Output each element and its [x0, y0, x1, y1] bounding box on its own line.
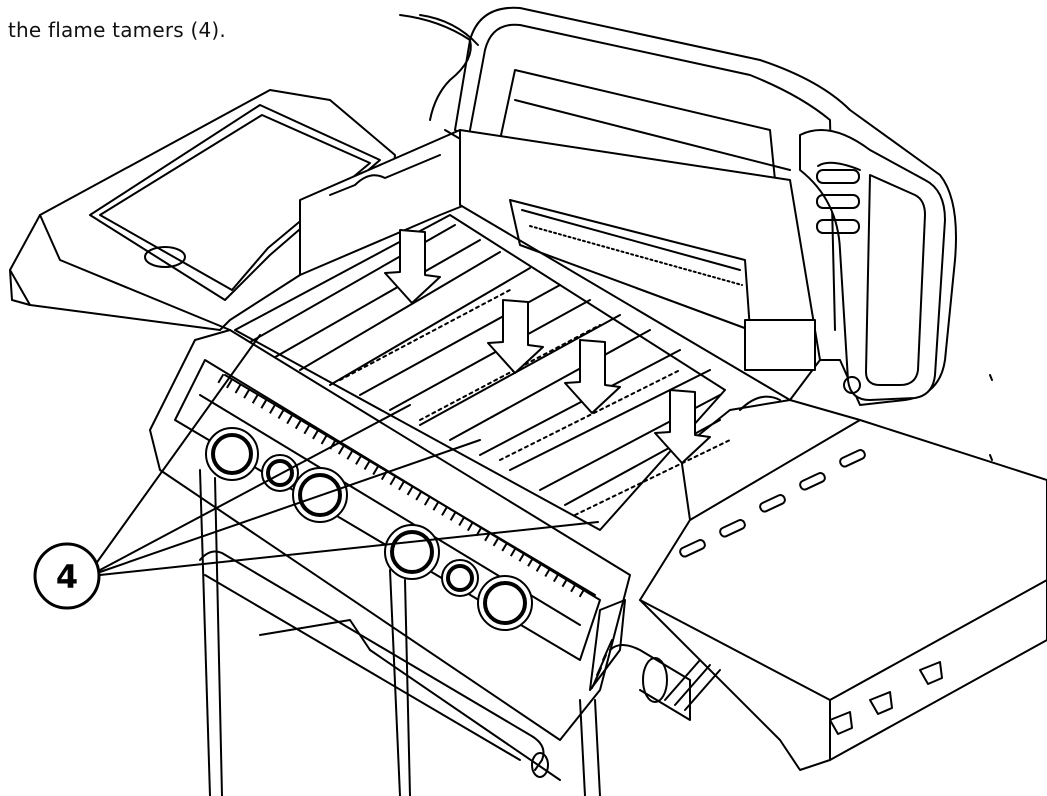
- firebox: [300, 130, 860, 520]
- tool-hook-icon: [920, 662, 942, 684]
- control-knobs: [206, 428, 532, 630]
- callout-badge: 4: [35, 544, 99, 608]
- knob-6: [478, 576, 532, 630]
- callout-label: 4: [56, 558, 78, 596]
- callout-leader-lines: [95, 335, 598, 575]
- knob-4: [385, 525, 439, 579]
- down-arrow-icon: [565, 340, 620, 413]
- knob-2: [262, 455, 298, 491]
- down-arrows: [385, 230, 710, 463]
- knob-5: [442, 560, 478, 596]
- down-arrow-icon: [385, 230, 440, 303]
- vent-slot-icon: [817, 170, 859, 183]
- right-side-shelf: [640, 420, 1047, 770]
- tool-hook-icon: [830, 712, 852, 734]
- flame-tamers: [235, 215, 730, 530]
- instruction-caption: the flame tamers (4).: [8, 18, 226, 42]
- cart-frame: [200, 470, 720, 796]
- knob-1: [206, 428, 258, 480]
- edge-marks: [990, 375, 992, 460]
- tool-hook-icon: [870, 692, 892, 714]
- rotisserie-rod: [400, 15, 471, 120]
- down-arrow-icon: [488, 300, 543, 373]
- down-arrow-icon: [655, 390, 710, 463]
